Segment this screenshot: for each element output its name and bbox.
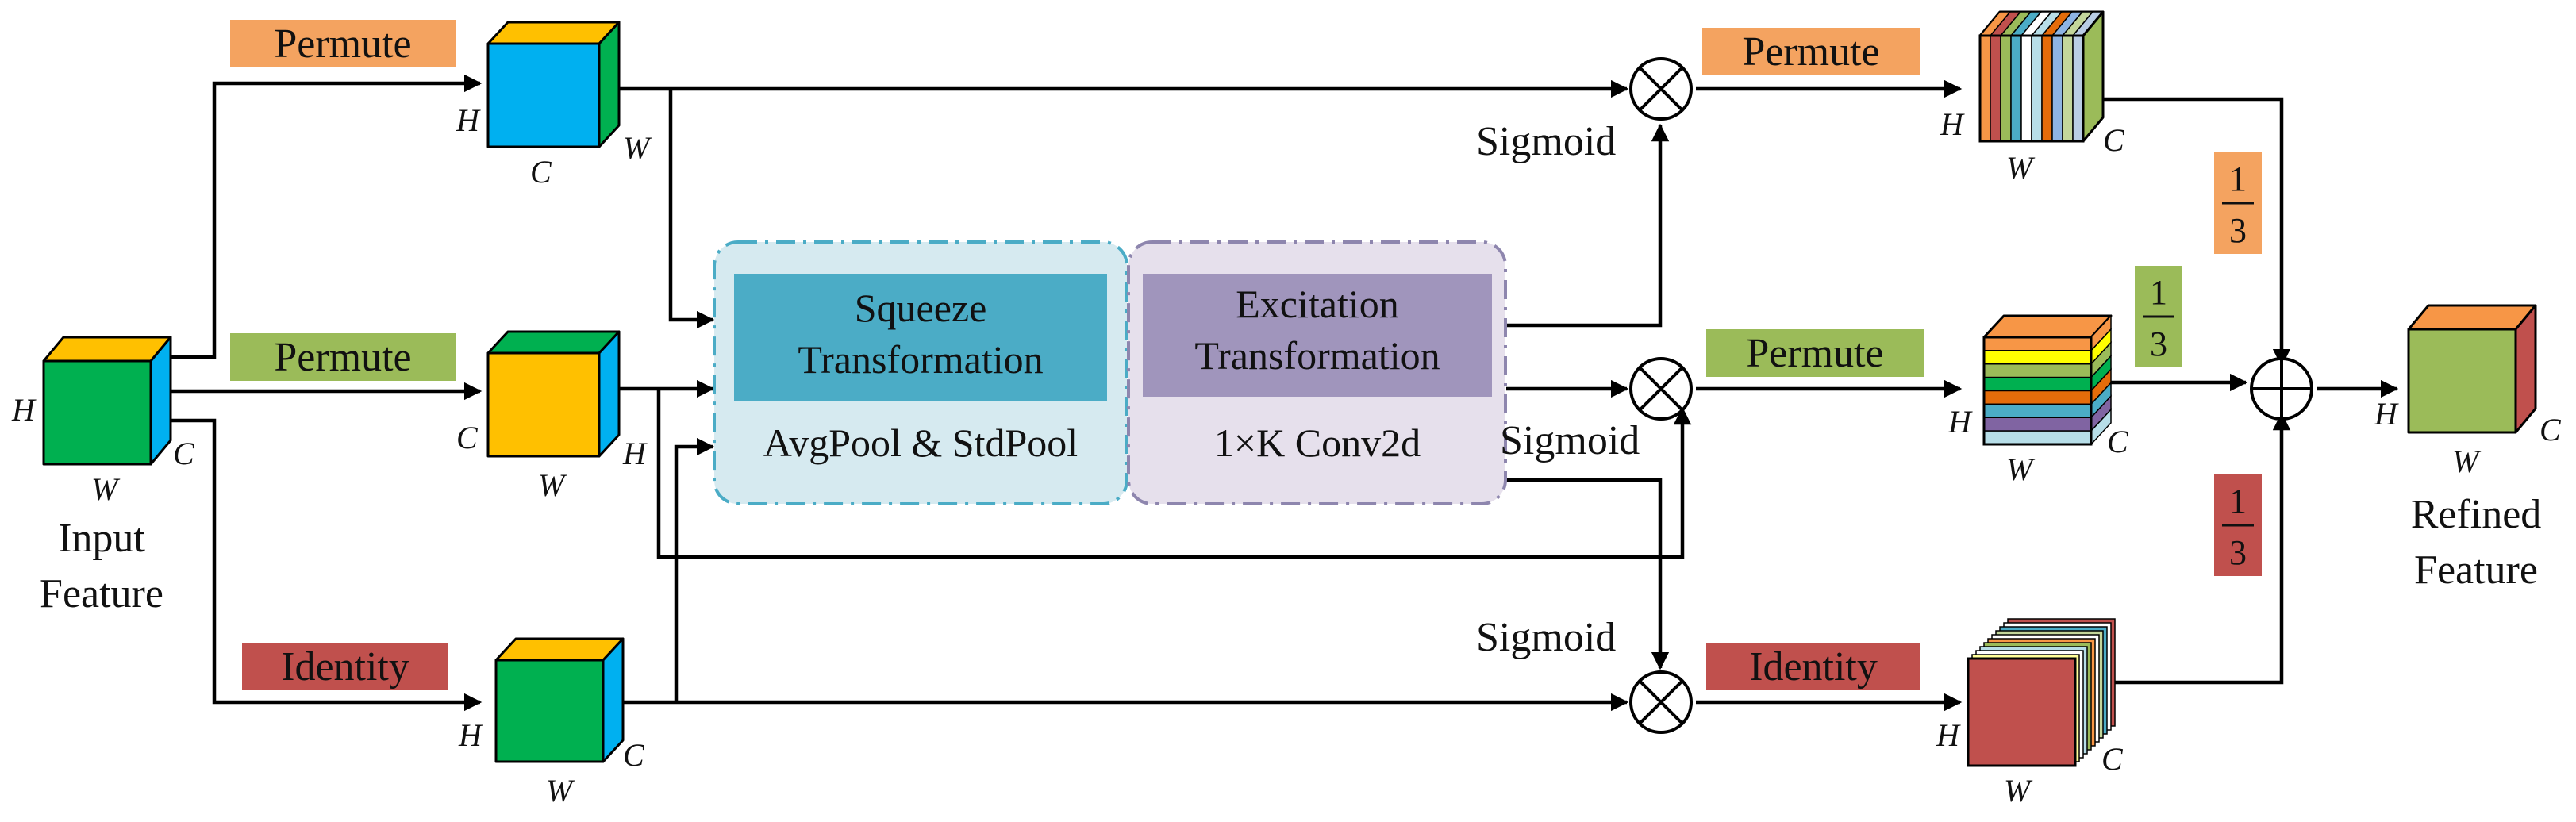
input-axis-h: H [11,392,37,428]
top-output-stripe [2031,35,2043,142]
middle-permute-label-bg [230,333,456,381]
output-caption-line2: Feature [2414,547,2538,593]
bottom-multiply-node [1629,670,1693,734]
top-output-stripe [2000,35,2012,142]
bottom-out-axis-h: H [1936,717,1961,753]
bottom-cube-axis-h: H [458,717,483,753]
middle-output-stripe [1983,336,2092,351]
squeeze-title-line2: Transformation [798,337,1043,382]
top-branch-cube [486,21,621,148]
top-cube-axis-c: C [530,154,552,190]
bottom-out-identity-label: Identity [1749,644,1878,689]
excitation-title-line2: Transformation [1194,333,1440,378]
excitation-op: 1×K Conv2d [1214,421,1421,465]
middle-out-axis-w: W [2006,451,2036,487]
middle-branch-cube [486,330,621,458]
input-axis-w: W [91,471,121,507]
bottom-cube-axis-c: C [623,737,645,773]
input-cube-top [42,336,172,363]
bottom-cube-axis-w: W [546,773,575,809]
top-weight-num: 1 [2229,159,2247,198]
top-weight-den: 3 [2229,211,2247,250]
top-out-permute-label: Permute [1742,29,1879,75]
middle-output-stripe [1983,430,2092,445]
input-caption-line2: Feature [40,571,163,616]
top-sigmoid-label: Sigmoid [1476,119,1616,164]
squeeze-title-bg [734,274,1107,401]
top-out-permute-label-bg [1702,28,1920,75]
bottom-weight-num: 1 [2229,482,2247,520]
bottom-weight-den: 3 [2229,533,2247,572]
excitation-title-bg [1143,274,1492,397]
top-out-axis-c: C [2103,122,2125,158]
middle-out-permute-label: Permute [1746,331,1883,376]
connections [171,74,2399,712]
top-output-stripe [1979,35,1991,142]
middle-output-stripe [1983,417,2092,432]
top-multiply-node [1629,57,1693,121]
middle-multiply-node [1629,357,1693,421]
bottom-out-axis-w: W [2004,773,2033,809]
middle-weight-den: 3 [2150,325,2167,363]
middle-output-stripe [1983,350,2092,365]
top-out-axis-h: H [1940,106,1965,142]
bottom-identity-label-bg [242,643,448,690]
excitation-title-line1: Excitation [1236,282,1399,326]
top-output-stripe [2041,35,2053,142]
bottom-identity-label: Identity [281,644,409,689]
input-cube-side [149,336,172,466]
bottom-out-axis-c: C [2101,741,2124,777]
middle-output-stripe [1983,403,2092,418]
input-axis-c: C [173,436,195,471]
top-output-cube [1978,10,2105,143]
top-output-stripe [2062,35,2074,142]
middle-permute-label: Permute [274,335,411,380]
middle-weight-num: 1 [2150,273,2167,312]
middle-sigmoid-label: Sigmoid [1500,418,1640,463]
input-cube [42,336,172,466]
bottom-branch-cube [494,637,625,763]
top-output-stripe [2072,35,2084,142]
output-caption-line1: Refined [2411,492,2542,537]
top-output-stripe [2010,35,2022,142]
top-out-axis-w: W [2006,150,2036,186]
middle-out-axis-h: H [1947,404,1973,440]
top-output-stripe [1990,35,2001,142]
top-output-stripe [2051,35,2063,142]
squeeze-op: AvgPool & StdPool [763,421,1078,465]
middle-cube-axis-c: C [456,420,479,455]
middle-output-stripe [1983,376,2092,392]
middle-out-axis-c: C [2107,424,2129,459]
top-cube-axis-h: H [456,102,481,138]
middle-cube-axis-w: W [538,467,567,503]
output-axis-w: W [2452,444,2482,479]
output-axis-h: H [2374,396,2399,432]
bottom-out-identity-label-bg [1706,643,1920,690]
top-output-stripe [2020,35,2032,142]
input-cube-front [42,359,152,466]
middle-output-cube [1982,314,2113,446]
middle-cube-axis-h: H [622,436,648,471]
middle-output-stripe [1983,390,2092,405]
bottom-sigmoid-label: Sigmoid [1476,615,1616,660]
top-cube-axis-w: W [623,130,652,166]
sum-node [2250,357,2313,421]
top-permute-label-bg [230,20,456,67]
middle-output-stripe [1983,363,2092,378]
refined-output-cube [2407,304,2537,434]
top-permute-label: Permute [274,21,411,67]
output-axis-c: C [2539,412,2562,447]
input-caption-line1: Input [58,516,145,561]
bottom-output-cube [1967,618,2116,767]
middle-out-permute-label-bg [1706,329,1924,377]
squeeze-title-line1: Squeeze [855,286,987,330]
